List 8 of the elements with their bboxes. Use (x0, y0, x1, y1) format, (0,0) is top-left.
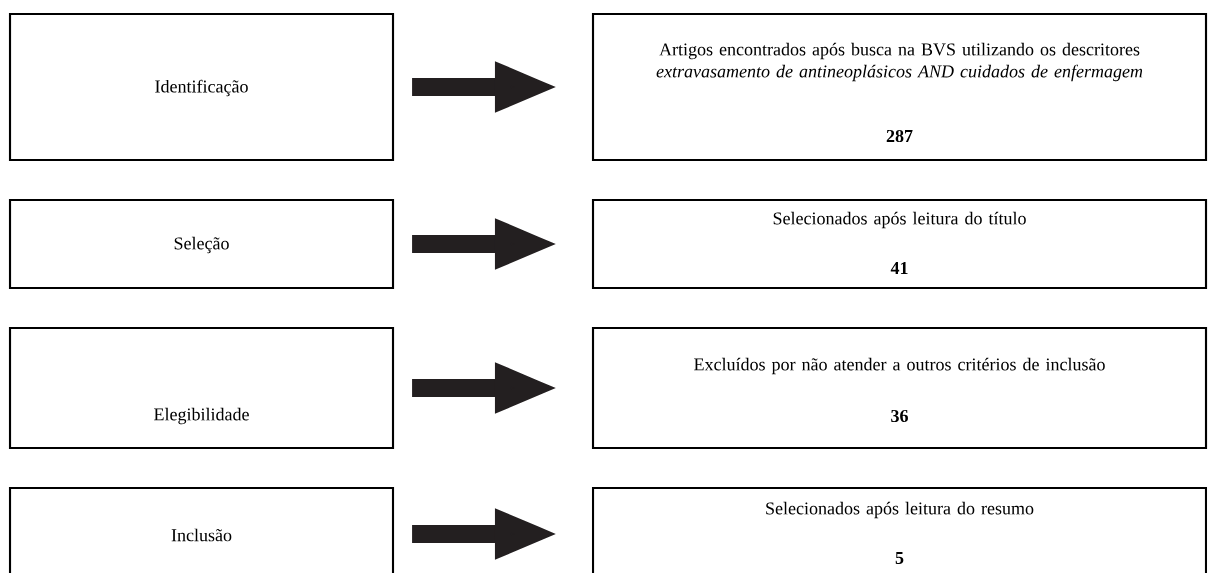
result-box: Artigos encontrados após busca na BVS utilizando os descritores extravasamento de antineoplásicos AND cuidados de enfermagem 287 (591, 12, 1208, 162)
result-box: Excluídos por não atender a outros critérios de inclusão 36 (591, 326, 1208, 450)
stage-box: Seleção (8, 198, 395, 290)
result-box: Selecionados após leitura do resumo 5 (591, 486, 1208, 573)
stage-box: Elegibilidade (8, 326, 395, 450)
stage-box: Inclusão (8, 486, 395, 573)
result-box: Selecionados após leitura do título 41 (591, 198, 1208, 290)
stage-box: Identificação (8, 12, 395, 162)
